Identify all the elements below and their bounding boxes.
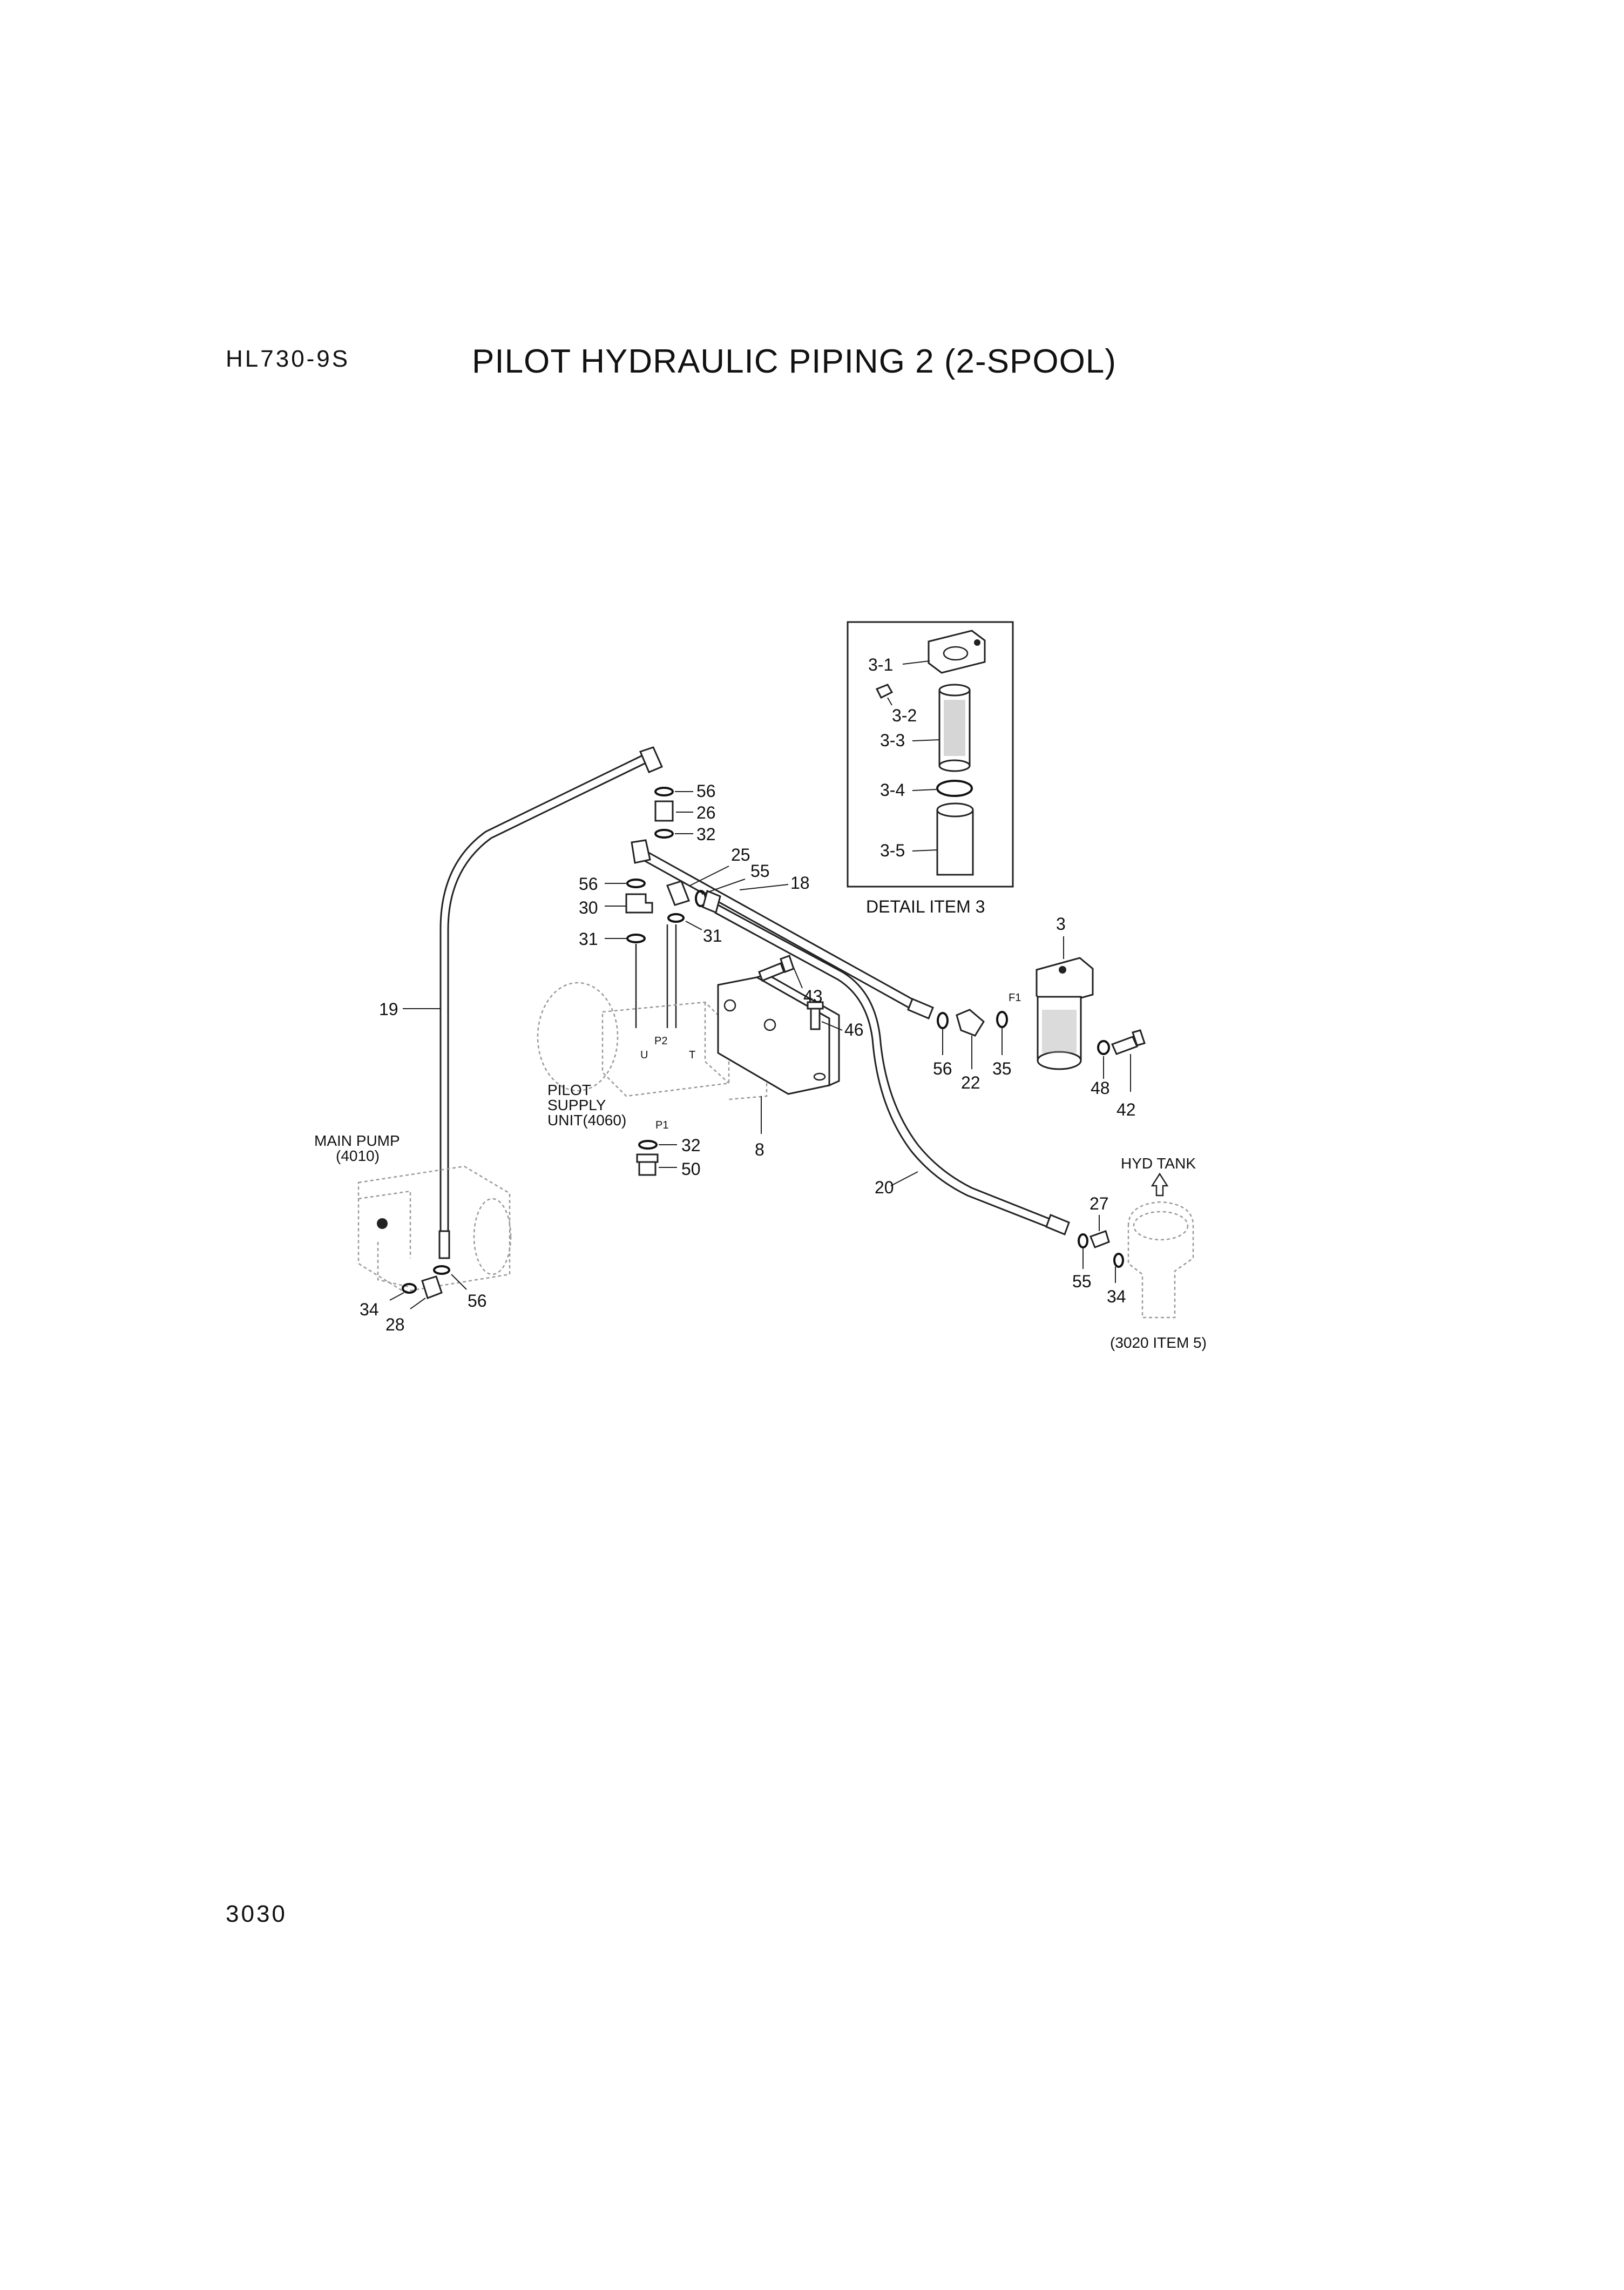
detail-label-3-5: 3-5 (880, 841, 905, 860)
callout-25: 25 (731, 845, 750, 864)
callout-50: 50 (681, 1159, 701, 1179)
main-pump: MAIN PUMP (4010) 56 34 28 (314, 1132, 512, 1334)
callout-26: 26 (696, 803, 716, 822)
port-t-label: T (689, 1049, 695, 1061)
callout-3: 3 (1056, 914, 1066, 934)
detail-label-3-4: 3-4 (880, 780, 905, 800)
callout-32-top: 32 (696, 825, 716, 844)
filter-assembly-3: 3 F1 56 22 35 48 42 (933, 914, 1146, 1119)
callout-56-pump: 56 (468, 1291, 487, 1310)
callout-34-right: 34 (1107, 1287, 1126, 1306)
page-title: PILOT HYDRAULIC PIPING 2 (2-SPOOL) (472, 343, 1116, 380)
callout-30: 30 (579, 898, 598, 917)
callout-19: 19 (379, 999, 398, 1019)
main-pump-label: MAIN PUMP (314, 1132, 400, 1149)
callout-56-filter: 56 (933, 1059, 952, 1078)
fitting-cluster-25: 25 55 31 (666, 845, 770, 945)
callout-8: 8 (755, 1140, 764, 1159)
callout-31-right: 31 (703, 926, 722, 945)
callout-22: 22 (961, 1073, 980, 1092)
bracket-8: 8 (717, 973, 840, 1159)
port-p1-label: P1 (655, 1119, 668, 1131)
callout-31-left: 31 (579, 929, 598, 949)
tee-30-stack: 56 30 31 (579, 874, 677, 1028)
port-p2-label: P2 (654, 1035, 667, 1047)
hose-19: 19 (379, 746, 663, 1259)
callout-42: 42 (1116, 1100, 1136, 1119)
pilot-supply-label-3: UNIT(4060) (547, 1112, 626, 1129)
callout-43: 43 (803, 987, 823, 1006)
callout-35: 35 (992, 1059, 1012, 1078)
plug-32-50: 32 50 (636, 1136, 701, 1179)
callout-27: 27 (1090, 1194, 1109, 1213)
main-pump-ref: (4010) (336, 1147, 380, 1164)
callout-32-lower: 32 (681, 1136, 701, 1155)
detail-item-3-box: 3-1 3-2 3-3 3-4 3-5 DETAIL ITEM 3 (847, 621, 1014, 916)
callout-18: 18 (790, 873, 810, 893)
pilot-supply-unit: P2 U T P1 PILOT SUPPLY UNIT(4060) (537, 982, 768, 1131)
callout-55-upper: 55 (750, 861, 770, 881)
detail-caption: DETAIL ITEM 3 (866, 897, 985, 916)
callout-56-left: 56 (579, 874, 598, 894)
detail-label-3-3: 3-3 (880, 731, 905, 750)
port-f1-label: F1 (1009, 992, 1021, 1004)
hyd-tank-ref: (3020 ITEM 5) (1110, 1334, 1207, 1351)
top-fitting-stack: 56 26 32 (654, 781, 716, 844)
callout-48: 48 (1091, 1078, 1110, 1098)
hose-20: 20 (714, 904, 1070, 1235)
callout-34-left: 34 (360, 1300, 379, 1319)
callout-20: 20 (875, 1178, 894, 1197)
port-u-label: U (640, 1049, 648, 1061)
callout-28: 28 (385, 1315, 405, 1334)
callout-55-lower: 55 (1072, 1272, 1092, 1291)
callout-46: 46 (844, 1020, 864, 1039)
model-number: HL730-9S (226, 346, 350, 372)
bolt-43-46: 43 46 (758, 955, 864, 1039)
detail-label-3-2: 3-2 (892, 706, 917, 725)
page-number: 3030 (226, 1901, 287, 1927)
hyd-tank-label: HYD TANK (1121, 1155, 1196, 1172)
callout-56-top: 56 (696, 781, 716, 801)
hyd-tank: HYD TANK (3020 ITEM 5) 27 55 34 (1072, 1155, 1207, 1351)
detail-label-3-1: 3-1 (868, 655, 893, 674)
pilot-supply-label-1: PILOT (547, 1082, 591, 1098)
hose-18: 18 (631, 839, 934, 1019)
pilot-supply-label-2: SUPPLY (547, 1097, 606, 1113)
